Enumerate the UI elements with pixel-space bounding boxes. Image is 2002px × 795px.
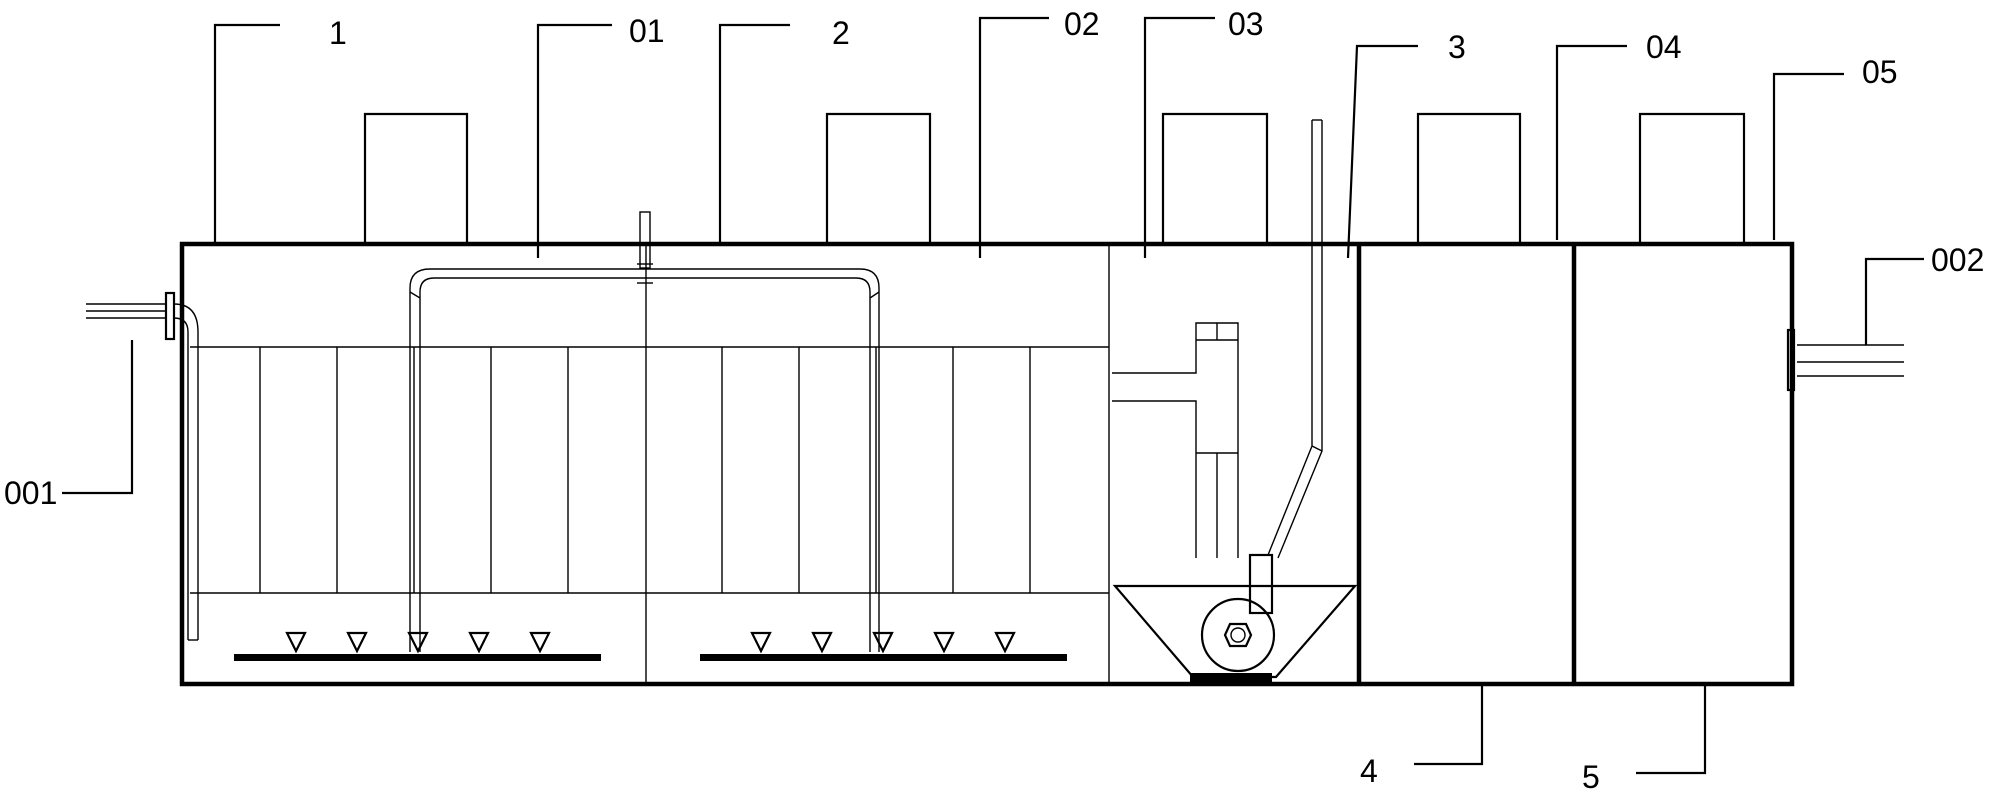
- center-pipe: [1112, 400, 1197, 558]
- label-04: 04: [1646, 29, 1682, 65]
- diffuser-nozzle: [811, 631, 833, 654]
- diffuser-nozzle: [994, 631, 1016, 654]
- center-pipe: [1112, 322, 1239, 558]
- tank-body: [179, 241, 1795, 687]
- inlet-elbow: [173, 303, 199, 640]
- tank-outline: [179, 241, 1795, 687]
- diffuser-nozzle: [933, 631, 955, 654]
- leader-line-001: [62, 340, 134, 495]
- pump-outlet: [1248, 553, 1274, 615]
- label-tank-1: 1: [329, 15, 347, 51]
- top-covers: [363, 112, 1746, 243]
- inlet-flange: [164, 291, 176, 341]
- label-tank-5: 5: [1582, 759, 1600, 795]
- diffuser-nozzle: [529, 631, 551, 654]
- settling-equipment: [1112, 119, 1358, 682]
- labels: 1 01 2 02 03 3 04 05 002 001 4 5: [4, 6, 1984, 795]
- air-lift-pipe: [1277, 120, 1323, 559]
- leader-line-05: [1772, 72, 1844, 240]
- air-inlet-riser: [639, 211, 651, 269]
- sludge-pump: [1200, 597, 1276, 673]
- media-modules: [190, 346, 1109, 594]
- leader-line-4: [1414, 686, 1484, 766]
- air-lift-joint: [1311, 445, 1323, 452]
- inlet-elbow: [173, 317, 189, 640]
- label-03: 03: [1228, 6, 1264, 42]
- pipe-bend-mark: [869, 291, 880, 299]
- leader-line-2: [718, 23, 790, 244]
- diffuser-nozzle: [872, 631, 894, 654]
- leader-line-1: [213, 23, 280, 244]
- cover-box-3: [1161, 112, 1269, 243]
- label-tank-2: 2: [832, 15, 850, 51]
- label-tank-4: 4: [1360, 753, 1378, 789]
- air-header-pipe: [409, 268, 880, 652]
- leader-line-01: [536, 23, 612, 258]
- label-outlet-002: 002: [1931, 242, 1984, 278]
- leader-line-002: [1864, 257, 1924, 345]
- leader-line-03: [1143, 16, 1215, 258]
- diffuser-nozzle: [750, 631, 772, 654]
- outlet-flange: [1786, 328, 1796, 392]
- cover-box-4: [1416, 112, 1522, 243]
- leader-line-04: [1555, 44, 1627, 240]
- outlet-pipe: [1786, 328, 1904, 392]
- diffuser-grid-tank-2: [700, 631, 1067, 661]
- sludge-hopper: [1112, 584, 1358, 679]
- cover-box-5: [1638, 112, 1746, 243]
- leader-line-5: [1636, 686, 1707, 775]
- leader-line-02: [978, 16, 1049, 258]
- diffuser-nozzle: [285, 631, 307, 654]
- diffuser-nozzle: [407, 631, 429, 654]
- label-05: 05: [1862, 54, 1898, 90]
- pump-core: [1223, 622, 1253, 648]
- diffuser-bar: [234, 654, 601, 661]
- diffuser-nozzle: [346, 631, 368, 654]
- leader-lines: [62, 16, 1924, 775]
- label-01: 01: [629, 13, 665, 49]
- label-tank-3: 3: [1448, 29, 1466, 65]
- cover-box-1: [363, 112, 469, 243]
- air-header: [409, 211, 880, 652]
- inlet-pipe: [86, 291, 199, 641]
- diffuser-nozzle: [468, 631, 490, 654]
- hopper-base: [1190, 673, 1272, 682]
- cover-box-2: [825, 112, 932, 243]
- air-header-pipe: [419, 277, 871, 652]
- diffuser-bar: [700, 654, 1067, 661]
- pipe-bend-mark: [409, 291, 421, 299]
- label-inlet-001: 001: [4, 475, 57, 511]
- leader-line-3: [1346, 44, 1418, 259]
- diffuser-grid-tank-1: [234, 631, 601, 661]
- label-02: 02: [1064, 6, 1100, 42]
- pump-core-ring: [1230, 627, 1246, 643]
